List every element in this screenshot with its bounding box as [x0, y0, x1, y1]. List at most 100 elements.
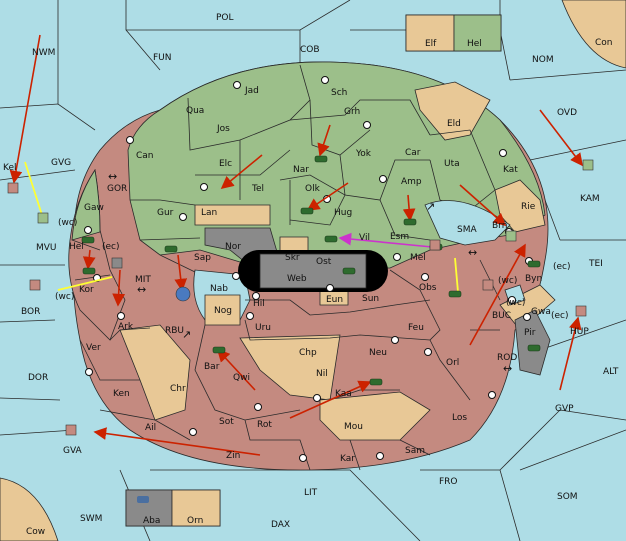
- coast-label-hel-ec: (ec): [102, 242, 120, 252]
- land-label-can: Can: [136, 151, 154, 161]
- land-label-obs: Obs: [419, 283, 437, 293]
- sea-label-dor: DOR: [28, 373, 48, 383]
- land-label-grh: Grh: [344, 107, 360, 117]
- convoy-orders: [338, 232, 433, 248]
- sea-label-cow: Cow: [26, 527, 45, 537]
- supply-center-ver: [85, 368, 93, 376]
- land-label-orl: Orl: [446, 358, 459, 368]
- supply-center-neu: [391, 336, 399, 344]
- land-label-jos: Jos: [216, 124, 230, 134]
- fleet-unit: [29, 279, 41, 291]
- land-label-sam: Sam: [405, 446, 425, 456]
- land-label-qua: Qua: [186, 106, 204, 116]
- sea-labels: POL FUN COB NWM NOM Con GVG OVD GOR MVU …: [21, 13, 619, 537]
- land-label-car: Car: [405, 148, 421, 158]
- fleet-unit: [575, 305, 587, 317]
- sea-label-fro: FRO: [439, 477, 458, 487]
- sea-label-swm: SWM: [80, 514, 102, 524]
- supply-center-yok: [379, 175, 387, 183]
- land-label-gur: Gur: [157, 208, 174, 218]
- adjacency-marker: ↗: [426, 200, 435, 213]
- land-label-yok: Yok: [355, 149, 372, 159]
- land-labels: Jad Sch Qua Jos Grh Eld Can Elc Nar Yok …: [3, 86, 589, 464]
- sea-label-kam: KAM: [580, 194, 600, 204]
- sea-label-nom: NOM: [532, 55, 554, 65]
- army-unit: [164, 245, 178, 253]
- supply-center-kar: [299, 454, 307, 462]
- land-label-elc: Elc: [219, 159, 232, 169]
- sea-label-rbu: RBU: [165, 326, 184, 336]
- land-label-kaa: Kaa: [335, 389, 352, 399]
- land-label-sch: Sch: [331, 88, 347, 98]
- land-label-neu: Neu: [369, 348, 387, 358]
- land-label-nor: Nor: [225, 242, 241, 252]
- inset-top: [405, 14, 502, 52]
- support-orders: [24, 161, 459, 293]
- order-arrow: [289, 380, 372, 419]
- land-label-mou: Mou: [344, 422, 363, 432]
- fleet-unit: [65, 424, 77, 436]
- support-line: [24, 161, 43, 216]
- supply-center-gwa: [508, 296, 516, 304]
- adjacency-markers: ↔ ↔ ↗ ↗ ↔ ↔: [108, 170, 512, 375]
- army-unit: [324, 235, 338, 243]
- order-arrow: [9, 34, 41, 184]
- land-label-amp: Amp: [401, 177, 422, 187]
- supply-center-hil: [252, 292, 260, 300]
- army-unit: [403, 218, 417, 226]
- coast-label-mvu-wc: (wc): [58, 218, 77, 228]
- land-label-ken: Ken: [113, 389, 130, 399]
- land-label-gwa: Gwa: [531, 307, 551, 317]
- land-label-olk: Olk: [305, 184, 321, 194]
- sea-label-ovd: OVD: [557, 108, 577, 118]
- supply-center-grh: [363, 121, 371, 129]
- land-label-eld: Eld: [447, 119, 461, 129]
- inset-label-orn: Orn: [187, 516, 203, 526]
- fleet-unit: [482, 279, 494, 291]
- globe-icon: [175, 286, 191, 302]
- supply-center-kat: [499, 149, 507, 157]
- order-arrow: [306, 182, 349, 211]
- coast-labels: (ec) (wc) (wc) (wc) (ec) (wc) (ec): [55, 218, 571, 321]
- land-label-hil: Hil: [253, 299, 265, 309]
- inset-bottom: [125, 489, 221, 527]
- supply-center-uru: [246, 312, 254, 320]
- supply-center-gur: [179, 213, 187, 221]
- adjacency-marker: ↔: [468, 246, 477, 259]
- land-label-esm: Esm: [390, 232, 409, 242]
- black-hole-interior: [259, 253, 367, 289]
- land-label-chp: Chp: [299, 348, 317, 358]
- land-label-mel: Mel: [410, 253, 426, 263]
- sea-label-tei: TEI: [588, 259, 603, 269]
- order-arrow: [559, 316, 582, 391]
- land-label-sap: Sap: [194, 253, 211, 263]
- supply-center-nab: [232, 272, 240, 280]
- fleet-unit: [111, 257, 123, 269]
- land-label-rie: Rie: [521, 202, 536, 212]
- land-label-nab: Nab: [210, 284, 228, 294]
- order-arrow: [469, 243, 526, 346]
- sea-label-pol: POL: [216, 13, 234, 23]
- convoy-arrow: [338, 232, 433, 248]
- order-arrow: [402, 194, 416, 222]
- coast-label-kor-wc: (wc): [55, 292, 74, 302]
- adjacency-marker: ↔: [503, 362, 512, 375]
- land-label-sot: Sot: [219, 417, 234, 427]
- land-label-brn: Brn: [492, 221, 507, 231]
- fleet-unit: [37, 212, 49, 224]
- army-unit: [212, 346, 226, 354]
- sea-label-mvu: MVU: [36, 243, 57, 253]
- land-label-vil: Vil: [359, 233, 370, 243]
- supply-centers: [84, 76, 533, 462]
- order-arrow: [216, 348, 256, 391]
- land-label-kar: Kar: [340, 454, 355, 464]
- order-arrow: [82, 249, 96, 270]
- support-line: [454, 257, 459, 293]
- coast-label-byn-ec: (ec): [553, 262, 571, 272]
- supply-center-sch: [321, 76, 329, 84]
- land-label-nil: Nil: [316, 369, 328, 379]
- fleet-units: [7, 159, 594, 436]
- sea-label-rod: ROD: [497, 353, 517, 363]
- inset-label-hel: Hel: [467, 39, 482, 49]
- land-label-nar: Nar: [293, 165, 309, 175]
